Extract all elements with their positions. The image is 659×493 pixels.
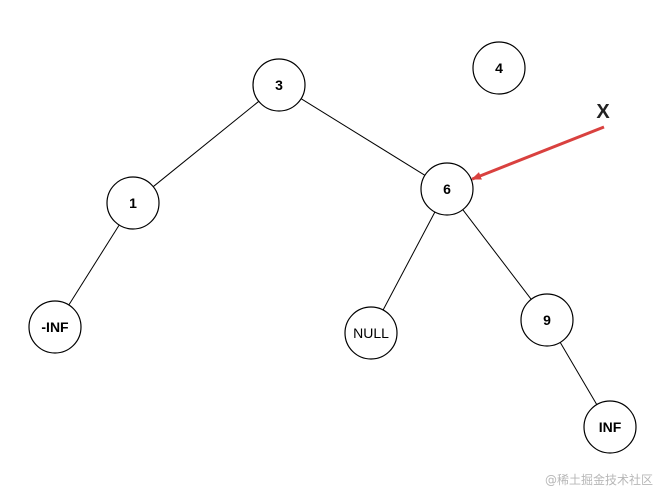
edge-n6-n9 [462, 209, 532, 300]
edge-n1-nNegInf [68, 224, 120, 306]
edge-n3-n1 [152, 100, 260, 188]
node-circle [420, 162, 474, 216]
node-label: 1 [129, 195, 137, 211]
node-label: 3 [275, 77, 283, 93]
node-circle [472, 41, 526, 95]
tree-node-n3: 3 [252, 58, 306, 112]
pointer-arrow: X [471, 101, 610, 181]
node-circle [106, 176, 160, 230]
tree-node-nInf: INF [583, 400, 637, 454]
pointer-arrow-line [471, 125, 605, 181]
edge-n6-nNull [382, 211, 436, 311]
node-label: -INF [41, 319, 69, 335]
tree-node-n9: 9 [520, 293, 574, 347]
node-label: 9 [543, 312, 551, 328]
tree-node-n1: 1 [106, 176, 160, 230]
edges [68, 98, 598, 405]
node-circle [520, 293, 574, 347]
node-circle [583, 400, 637, 454]
pointer-label-x: X [596, 101, 610, 123]
node-circle [252, 58, 306, 112]
edge-n3-n6 [300, 98, 426, 176]
tree-node-n4: 4 [472, 41, 526, 95]
tree-node-nNegInf: -INF [28, 300, 82, 354]
tree-node-n6: 6 [420, 162, 474, 216]
node-circle [344, 306, 398, 360]
node-label: 6 [443, 181, 451, 197]
node-label: 4 [495, 60, 503, 76]
tree-node-nNull: NULL [344, 306, 398, 360]
node-label: INF [599, 419, 622, 435]
node-circle [28, 300, 82, 354]
node-label: NULL [353, 325, 389, 341]
edge-n9-nInf [559, 342, 598, 405]
watermark: @稀土掘金技术社区 [544, 473, 653, 487]
